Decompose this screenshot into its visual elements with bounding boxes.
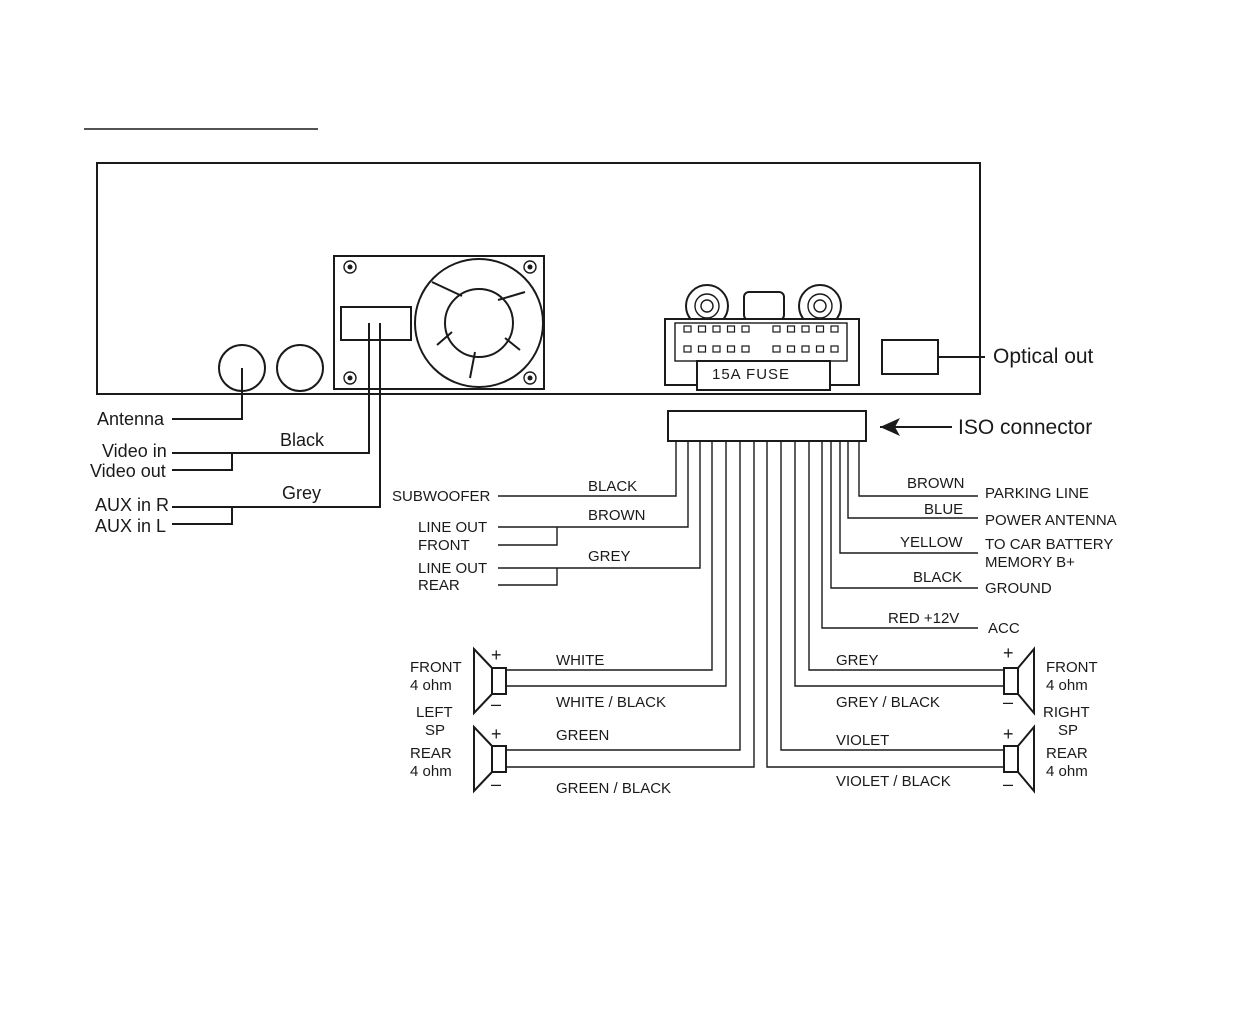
left-rear-pos-wire-label: GREEN bbox=[556, 727, 609, 744]
connector-pin bbox=[697, 345, 707, 353]
connector-pin bbox=[741, 345, 750, 353]
left-rear-neg-wire-label: GREEN / BLACK bbox=[556, 780, 671, 797]
connector-pin bbox=[683, 345, 692, 353]
speaker-left-rear-icon bbox=[473, 724, 507, 794]
line-out-front-wire-label: BROWN bbox=[588, 507, 646, 524]
ground-label: GROUND bbox=[985, 580, 1052, 597]
cooling-fan bbox=[333, 255, 545, 390]
optical-out-label: Optical out bbox=[993, 345, 1094, 368]
acc-label: ACC bbox=[988, 620, 1020, 637]
right-rear-minus: – bbox=[1003, 774, 1013, 794]
connector-pin bbox=[726, 345, 736, 353]
right-side-label-1: RIGHT bbox=[1043, 704, 1090, 721]
connector-pin bbox=[801, 345, 810, 353]
aux-l-label: AUX in L bbox=[95, 516, 166, 536]
left-front-plus: + bbox=[491, 645, 502, 665]
connector-pin bbox=[683, 325, 692, 333]
battery-label-2: MEMORY B+ bbox=[985, 554, 1075, 571]
connector-pin bbox=[786, 345, 796, 353]
connector-pin bbox=[712, 325, 721, 333]
right-rear-label-1: REAR bbox=[1046, 745, 1088, 762]
connector-pin bbox=[815, 345, 825, 353]
right-rear-neg-wire-label: VIOLET / BLACK bbox=[836, 773, 951, 790]
left-front-pos-wire-label: WHITE bbox=[556, 652, 604, 669]
right-rear-plus: + bbox=[1003, 724, 1014, 744]
connector-pin bbox=[786, 325, 796, 333]
left-rear-minus: – bbox=[491, 774, 501, 794]
connector-pin bbox=[830, 345, 839, 353]
connector-pin bbox=[726, 325, 736, 333]
right-front-plus: + bbox=[1003, 643, 1014, 663]
speaker-right-rear-icon bbox=[1003, 724, 1035, 794]
fuse-box bbox=[696, 360, 831, 391]
connector-pin bbox=[712, 345, 721, 353]
left-rear-label-1: REAR bbox=[410, 745, 452, 762]
right-rear-pos-wire-label: VIOLET bbox=[836, 732, 889, 749]
left-front-neg-wire-label: WHITE / BLACK bbox=[556, 694, 666, 711]
acc-wire-label: RED +12V bbox=[888, 610, 959, 627]
line-out-rear-label-2: REAR bbox=[418, 577, 460, 594]
parking-wire-label: BROWN bbox=[907, 475, 965, 492]
speaker-right-front-icon bbox=[1003, 646, 1035, 716]
subwoofer-wire-label: BLACK bbox=[588, 478, 637, 495]
ground-wire-label: BLACK bbox=[913, 569, 962, 586]
connector-pin bbox=[772, 345, 781, 353]
left-front-label-2: 4 ohm bbox=[410, 677, 452, 694]
subwoofer-label: SUBWOOFER bbox=[392, 488, 491, 505]
battery-label-1: TO CAR BATTERY bbox=[985, 536, 1113, 553]
connector-pin bbox=[815, 325, 825, 333]
right-front-neg-wire-label: GREY / BLACK bbox=[836, 694, 940, 711]
black-wire-label: Black bbox=[280, 430, 325, 450]
right-front-pos-wire-label: GREY bbox=[836, 652, 879, 669]
line-out-rear-wire-label: GREY bbox=[588, 548, 631, 565]
line-out-front-label-2: FRONT bbox=[418, 537, 470, 554]
aux-jack bbox=[276, 344, 324, 392]
parking-line-label: PARKING LINE bbox=[985, 485, 1089, 502]
iso-connector bbox=[667, 410, 867, 442]
iso-connector-label: ISO connector bbox=[958, 416, 1092, 439]
right-front-minus: – bbox=[1003, 692, 1013, 712]
left-side-label-2: SP bbox=[425, 722, 445, 739]
left-front-label-1: FRONT bbox=[410, 659, 462, 676]
right-front-label-1: FRONT bbox=[1046, 659, 1098, 676]
video-out-label: Video out bbox=[90, 461, 166, 481]
left-rear-plus: + bbox=[491, 724, 502, 744]
connector-pin bbox=[830, 325, 839, 333]
video-in-label: Video in bbox=[102, 441, 167, 461]
arrow-icon bbox=[880, 418, 900, 436]
grey-wire-label: Grey bbox=[282, 483, 321, 503]
right-rear-label-2: 4 ohm bbox=[1046, 763, 1088, 780]
left-side-label-1: LEFT bbox=[416, 704, 453, 721]
speaker-left-front-icon bbox=[473, 646, 507, 716]
power-antenna-wire-label: BLUE bbox=[924, 501, 963, 518]
aux-r-label: AUX in R bbox=[95, 495, 169, 515]
left-rear-label-2: 4 ohm bbox=[410, 763, 452, 780]
battery-wire-label: YELLOW bbox=[900, 534, 963, 551]
right-side-label-2: SP bbox=[1058, 722, 1078, 739]
fuse-label: 15A FUSE bbox=[712, 366, 790, 383]
connector-pin bbox=[741, 325, 750, 333]
connector-pin bbox=[697, 325, 707, 333]
connector-pin bbox=[772, 325, 781, 333]
power-antenna-label: POWER ANTENNA bbox=[985, 512, 1117, 529]
right-front-label-2: 4 ohm bbox=[1046, 677, 1088, 694]
connector-pin bbox=[801, 325, 810, 333]
iso-socket: 15A FUSE bbox=[664, 284, 860, 391]
line-out-rear-label-1: LINE OUT bbox=[418, 560, 487, 577]
antenna-label: Antenna bbox=[97, 409, 165, 429]
line-out-front-label-1: LINE OUT bbox=[418, 519, 487, 536]
left-front-minus: – bbox=[491, 694, 501, 714]
